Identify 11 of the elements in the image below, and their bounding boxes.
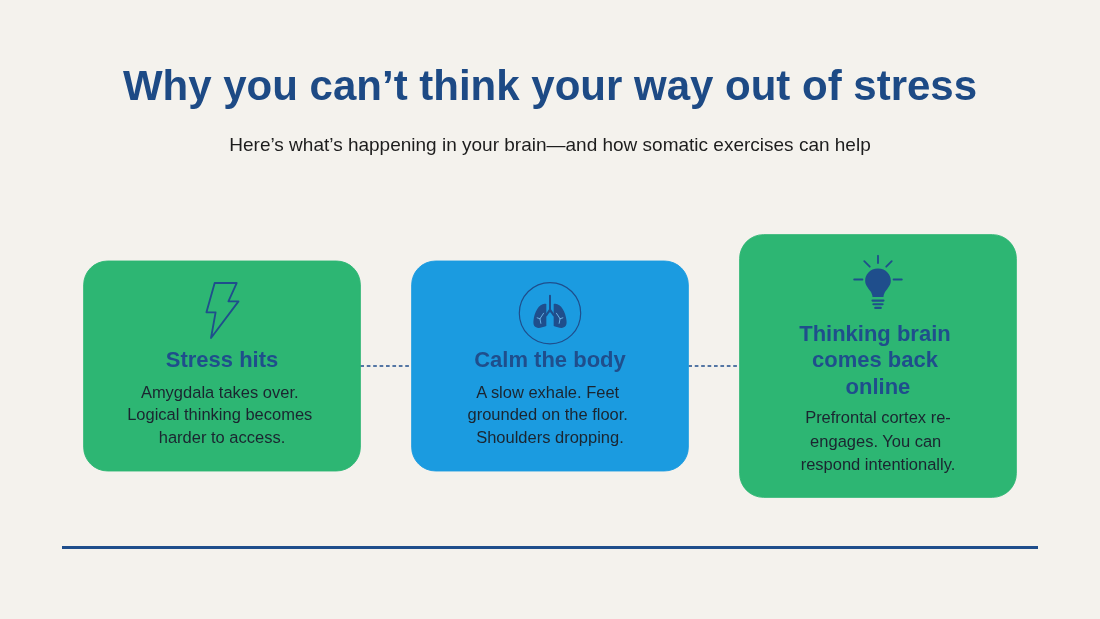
- card-heading: Calm the body: [474, 347, 626, 374]
- card-text: Amygdala takes over. Logical thinking becomes harder to access.: [126, 381, 314, 450]
- step-card: [739, 234, 1017, 498]
- subtitle: Here’s what’s happening in your brain—and how somatic exercises can help: [229, 133, 871, 157]
- step-card: [411, 260, 689, 472]
- card-heading: Thinking brain comes back online: [798, 320, 952, 400]
- title: Why you can’t think your way out of stress: [122, 62, 978, 111]
- card-text: A slow exhale. Feet grounded on the floor. Shoulders dropping.: [466, 381, 629, 450]
- card-text: Prefrontal cortex re-engages. You can respond intentionally.: [799, 408, 957, 476]
- step-card: [83, 260, 361, 472]
- card-heading: Stress hits: [165, 347, 279, 374]
